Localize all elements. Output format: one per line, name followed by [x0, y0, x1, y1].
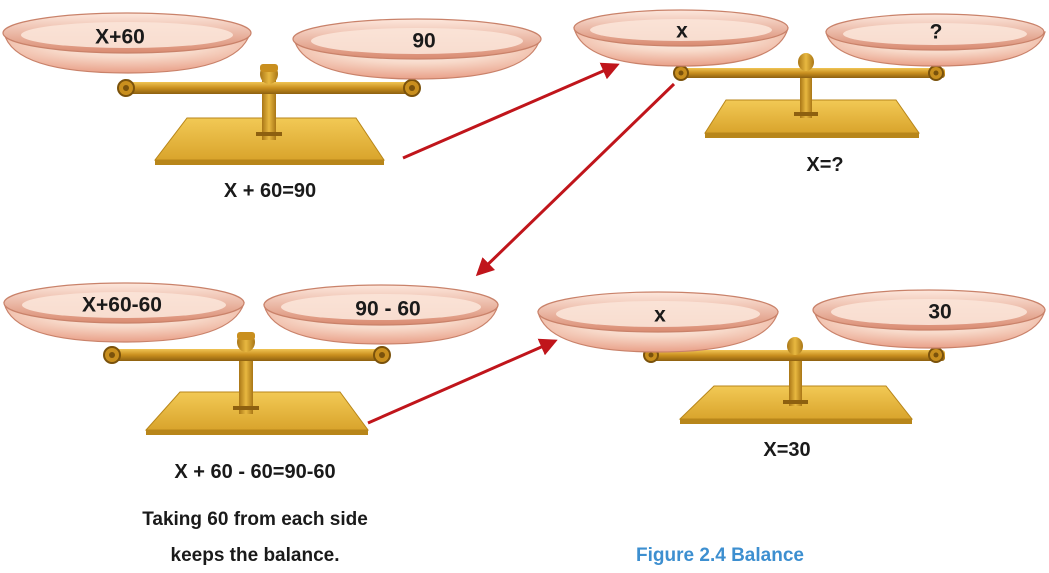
- scale-2: [573, 9, 1046, 138]
- explanation-line-1: Taking 60 from each side: [142, 509, 368, 530]
- left-pan: [537, 291, 779, 353]
- scale-4-right-label: 30: [928, 300, 952, 324]
- scale-2-equation: X=?: [806, 154, 844, 176]
- scale-3-right-label: 90 - 60: [355, 297, 421, 321]
- scale-1-left-label: X+60: [95, 25, 145, 49]
- scale-2-right-label: ?: [929, 20, 943, 44]
- scale-1-equation: X + 60=90: [223, 180, 317, 202]
- scale-3-equation: X + 60 - 60=90-60: [174, 461, 336, 483]
- scale-4-left-label: x: [654, 303, 666, 327]
- scale-4-equation: X=30: [763, 439, 811, 461]
- arrow-2-to-3: [475, 82, 676, 277]
- scale-4: [537, 289, 1046, 424]
- left-pan: [3, 282, 245, 343]
- scale-1: [2, 12, 542, 165]
- arrow-1-to-2: [402, 62, 620, 160]
- right-pan: [812, 289, 1046, 349]
- right-pan: [263, 284, 499, 345]
- right-pan: [292, 18, 542, 80]
- explanation-line-2: keeps the balance.: [170, 545, 340, 566]
- right-pan: [825, 13, 1046, 67]
- scale-3-left-label: X+60-60: [82, 293, 162, 317]
- scale-1-right-label: 90: [412, 29, 436, 53]
- scale-2-left-label: x: [676, 19, 688, 43]
- arrow-3-to-4: [367, 338, 558, 425]
- left-pan: [573, 9, 789, 67]
- left-pan: [2, 12, 252, 74]
- scale-3: [3, 282, 499, 435]
- figure-caption: Figure 2.4 Balance: [636, 545, 804, 566]
